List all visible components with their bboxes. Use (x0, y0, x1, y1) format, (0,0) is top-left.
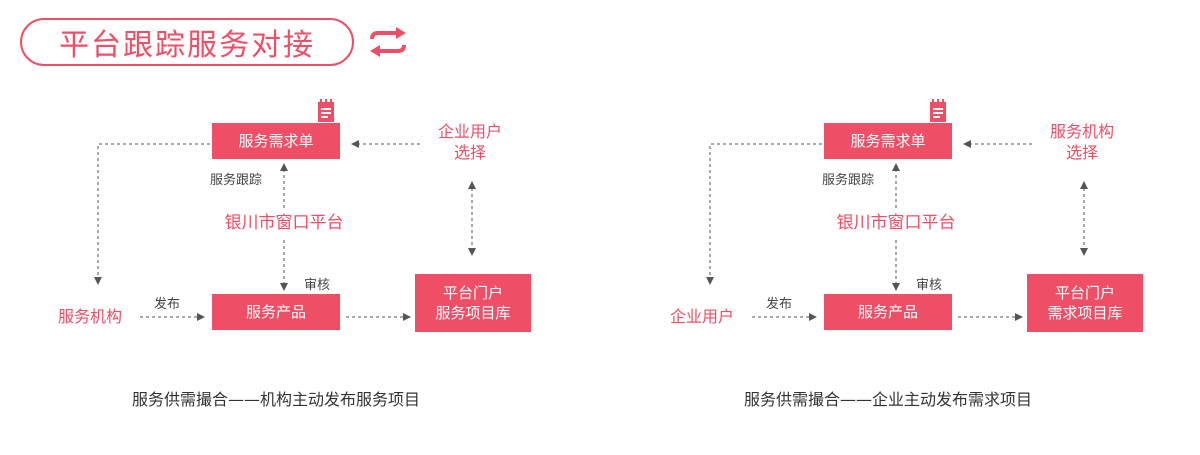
top-right-line2: 选择 (453, 143, 486, 162)
left-actor-label: 企业用户 (669, 307, 734, 326)
portal-line1: 平台门户 (442, 284, 503, 302)
diagram-institution-publish: 服务需求单 企业用户 选择 服务跟踪 银川市窗口平台 审核 服务机构 发布 服务… (57, 99, 531, 409)
demand-order-label: 服务需求单 (238, 132, 314, 150)
demand-order-label: 服务需求单 (850, 132, 926, 150)
portal-line2: 需求项目库 (1047, 304, 1123, 322)
tracking-label: 服务跟踪 (822, 173, 875, 188)
document-icon (318, 99, 334, 122)
service-product-label: 服务产品 (857, 303, 918, 321)
platform-label: 银川市窗口平台 (224, 213, 344, 233)
service-product-label: 服务产品 (245, 303, 306, 321)
diagram-caption: 服务供需撮合——企业主动发布需求项目 (744, 390, 1033, 409)
diagram-caption: 服务供需撮合——机构主动发布服务项目 (132, 390, 421, 409)
portal-box: 平台门户 服务项目库 (415, 274, 531, 332)
top-right-line1: 服务机构 (1049, 122, 1114, 141)
tracking-label: 服务跟踪 (210, 173, 263, 188)
review-label: 审核 (916, 278, 943, 293)
document-icon (930, 99, 946, 122)
service-product-box: 服务产品 (212, 294, 340, 330)
flow-arrows (706, 140, 1088, 321)
top-right-label: 企业用户 选择 (430, 121, 510, 163)
publish-label: 发布 (154, 297, 181, 312)
review-label: 审核 (304, 278, 331, 293)
flow-arrows (94, 140, 476, 321)
left-actor-label: 服务机构 (57, 307, 122, 326)
demand-order-box: 服务需求单 (212, 123, 340, 159)
top-right-label: 服务机构 选择 (1042, 121, 1122, 163)
page-title: 平台跟踪服务对接 (20, 18, 354, 66)
publish-label: 发布 (766, 297, 793, 312)
demand-order-box: 服务需求单 (824, 123, 952, 159)
service-product-box: 服务产品 (824, 294, 952, 330)
portal-line2: 服务项目库 (435, 304, 511, 322)
top-right-line2: 选择 (1065, 143, 1098, 162)
diagram-enterprise-publish: 服务需求单 服务机构 选择 服务跟踪 银川市窗口平台 审核 企业用户 发布 服务… (612, 0, 1200, 455)
top-right-line1: 企业用户 (437, 122, 502, 141)
page-title-text: 平台跟踪服务对接 (59, 28, 315, 63)
portal-line1: 平台门户 (1054, 284, 1115, 302)
swap-arrows-icon (370, 27, 406, 57)
portal-box: 平台门户 需求项目库 (1027, 274, 1143, 332)
platform-label: 银川市窗口平台 (836, 213, 956, 233)
